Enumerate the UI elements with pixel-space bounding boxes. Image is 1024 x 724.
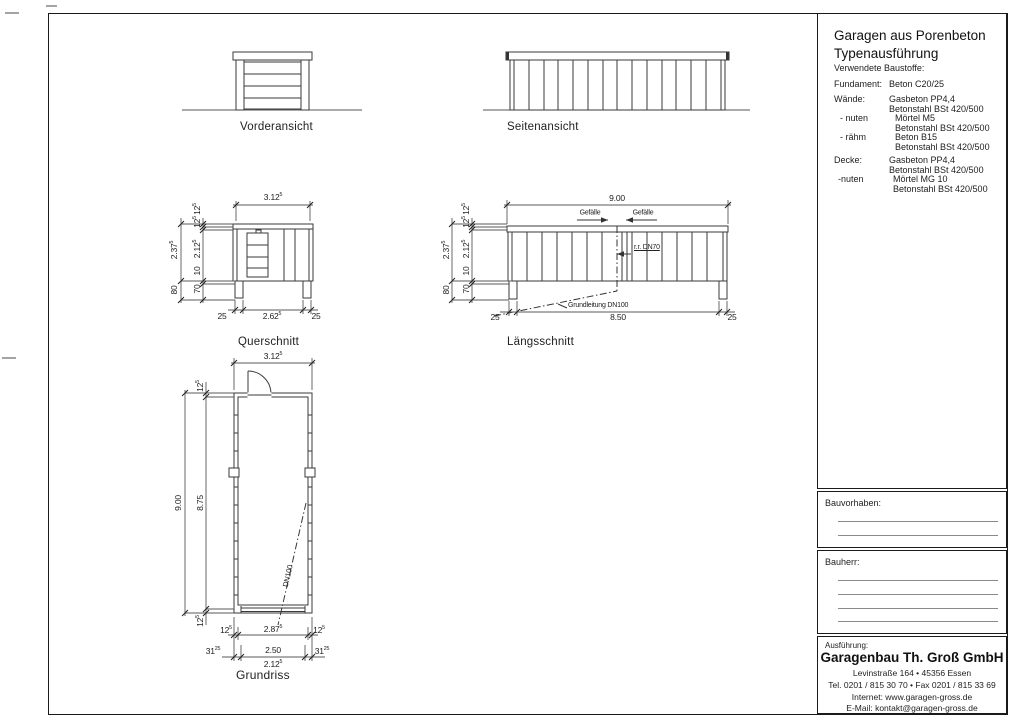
dim-gr-ltotal: 9.00 xyxy=(172,495,183,511)
sheet-title-line2: Typenausführung xyxy=(834,45,939,61)
dim-ls-h1: 125 xyxy=(460,203,471,215)
seitenansicht-label: Seitenansicht xyxy=(507,121,579,133)
dim-ls-found: 80 xyxy=(440,285,451,295)
dim-gr-r1a: 125 xyxy=(220,624,232,635)
material-row: Fundament: Beton C20/25 xyxy=(834,79,945,89)
dim-gr-r2c: 3125 xyxy=(314,645,330,656)
dim-gr-r1b: 2.875 xyxy=(263,623,283,634)
sheet-border xyxy=(48,13,1008,715)
dim-ls-b1: 25 xyxy=(490,311,500,322)
company-phone: Tel. 0201 / 815 30 70 • Fax 0201 / 815 3… xyxy=(828,680,996,690)
dim-qs-h5: 70 xyxy=(191,284,202,294)
dim-qs-h3: 2.125 xyxy=(191,239,202,259)
rain-pipe-label: r.r. DN70 xyxy=(634,244,660,251)
sheet-title-line1: Garagen aus Porenbeton xyxy=(834,28,986,43)
bauherr-writein-line xyxy=(838,621,998,622)
bauvorhaben-writein-line xyxy=(838,535,998,536)
bauherr-writein-line xyxy=(838,594,998,595)
vorderansicht-label: Vorderansicht xyxy=(240,121,313,133)
querschnitt-label: Querschnitt xyxy=(238,336,300,348)
company-email: E-Mail: kontakt@garagen-gross.de xyxy=(846,703,978,713)
dim-qs-width: 3.125 xyxy=(263,191,283,202)
laengsschnitt-pipes xyxy=(493,217,657,317)
laengsschnitt-label: Längsschnitt xyxy=(507,336,574,348)
dim-qs-h2: 125 xyxy=(191,216,202,228)
bauherr-writein-line xyxy=(838,608,998,609)
grundriss-geometry xyxy=(228,370,316,626)
dim-ls-h5: 70 xyxy=(460,284,471,294)
dim-qs-b1: 25 xyxy=(217,310,227,321)
slope-label-right: Gefälle xyxy=(632,209,654,217)
dim-qs-b2: 2.625 xyxy=(262,310,282,321)
grundriss-label: Grundriss xyxy=(236,668,290,682)
ausfuehrung-label: Ausführung: xyxy=(825,641,869,650)
dim-ls-h2: 125 xyxy=(460,216,471,228)
querschnitt-geometry xyxy=(232,223,314,299)
dim-gr-r1c: 125 xyxy=(313,624,325,635)
dim-qs-h1: 125 xyxy=(191,203,202,215)
ground-pipe-label: Grundleitung DN100 xyxy=(568,302,629,309)
dim-ls-width: 9.00 xyxy=(609,192,625,203)
dim-gr-l2: 8.75 xyxy=(194,495,205,511)
laengsschnitt-dimensions xyxy=(451,200,735,316)
dim-ls-b2: 8.50 xyxy=(610,311,626,322)
sheet-title: Garagen aus Porenbeton Typenausführung xyxy=(834,27,986,62)
slope-label-left: Gefälle xyxy=(579,209,601,217)
dim-qs-htotal: 2.375 xyxy=(168,240,179,260)
dim-ls-h3: 2.125 xyxy=(460,239,471,259)
dim-gr-width: 3.125 xyxy=(263,350,283,361)
grundriss-dim-ticks xyxy=(181,359,316,661)
title-block-main: Garagen aus Porenbeton Typenausführung V… xyxy=(817,13,1007,489)
dim-gr-l3: 125 xyxy=(194,615,205,627)
bauherr-label: Bauherr: xyxy=(825,557,860,567)
dim-ls-b3: 25 xyxy=(727,311,737,322)
dim-gr-l1: 125 xyxy=(194,380,205,392)
vorderansicht-geometry xyxy=(182,51,362,111)
dim-ls-htotal: 2.375 xyxy=(440,240,451,260)
querschnitt-dim-ticks xyxy=(177,201,315,314)
seitenansicht-geometry xyxy=(483,51,750,111)
title-block-bauvorhaben: Bauvorhaben: xyxy=(817,491,1007,548)
bauvorhaben-label: Bauvorhaben: xyxy=(825,498,882,508)
dim-gr-r2b: 2.50 xyxy=(265,644,281,655)
bauherr-writein-line xyxy=(838,580,998,581)
dim-gr-r3: 2.125 xyxy=(263,658,283,669)
title-block-ausfuehrung: Ausführung: Garagenbau Th. Groß GmbH Lev… xyxy=(817,636,1007,714)
dim-gr-r2a: 3125 xyxy=(205,645,221,656)
fold-marks xyxy=(2,5,57,359)
company-internet: Internet: www.garagen-gross.de xyxy=(851,692,973,702)
dim-qs-b3: 25 xyxy=(311,310,321,321)
laengsschnitt-dim-ticks xyxy=(448,201,732,316)
company-name: Garagenbau Th. Groß GmbH xyxy=(820,650,1004,665)
title-block-bauherr: Bauherr: xyxy=(817,550,1007,634)
company-address: Levinstraße 164 • 45356 Essen xyxy=(852,668,972,678)
bauvorhaben-writein-line xyxy=(838,521,998,522)
dim-ls-h4: 10 xyxy=(460,266,471,276)
materials-heading: Verwendete Baustoffe: xyxy=(834,63,925,73)
dim-qs-h4: 10 xyxy=(191,266,202,276)
dim-qs-found: 80 xyxy=(168,285,179,295)
